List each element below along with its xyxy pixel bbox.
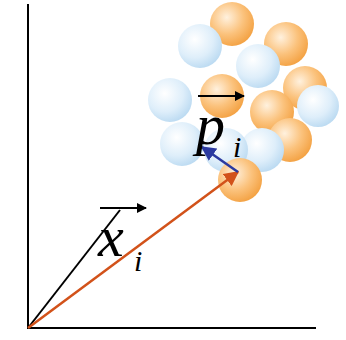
vector-symbol: p bbox=[196, 96, 225, 154]
z-axis bbox=[27, 4, 29, 328]
vector-symbol: x bbox=[98, 208, 124, 266]
position-vector bbox=[28, 172, 238, 328]
neutron bbox=[178, 24, 222, 68]
axes bbox=[27, 4, 316, 328]
neutron bbox=[148, 78, 192, 122]
y-axis bbox=[27, 327, 316, 329]
neutron bbox=[236, 44, 280, 88]
subscript: i bbox=[233, 132, 241, 162]
neutron bbox=[297, 85, 339, 127]
nucleons bbox=[148, 2, 339, 202]
proton bbox=[218, 158, 262, 202]
subscript: i bbox=[134, 246, 142, 276]
